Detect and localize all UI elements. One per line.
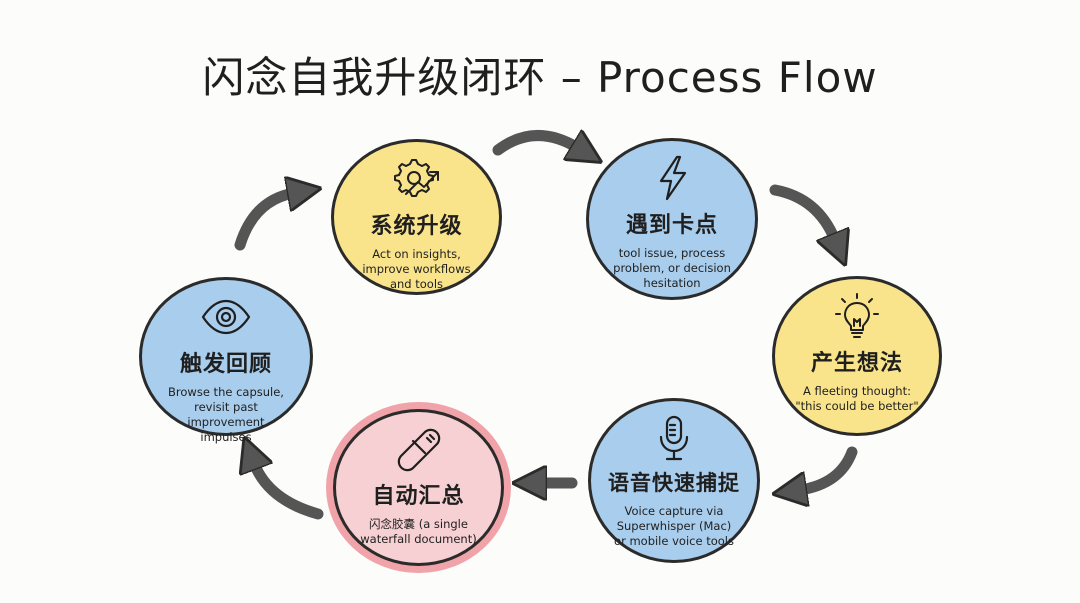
- node-system-upgrade: 系统升级 Act on insights, improve workflows …: [331, 139, 502, 295]
- lightning-icon: [659, 155, 687, 201]
- node-voice-capture: 语音快速捕捉 Voice capture via Superwhisper (M…: [588, 398, 760, 563]
- gear-trend-icon: [393, 159, 439, 197]
- lightbulb-icon: [835, 293, 879, 338]
- node-auto-summary: 自动汇总 闪念胶囊 (a single waterfall document): [333, 409, 504, 566]
- node-label: 自动汇总: [372, 484, 465, 509]
- arrow-idea-to-voice: [800, 446, 858, 490]
- node-description: Voice capture via Superwhisper (Mac) or …: [614, 504, 734, 548]
- arrow-blocker-to-idea: [769, 184, 835, 240]
- microphone-icon: [659, 415, 689, 461]
- node-description: tool issue, process problem, or decision…: [613, 246, 731, 290]
- arrow-upgrade-to-blocker: [492, 135, 578, 150]
- eye-icon: [201, 299, 251, 335]
- node-hit-blocker: 遇到卡点 tool issue, process problem, or dec…: [586, 138, 758, 300]
- node-generate-idea: 产生想法 A fleeting thought: "this could be …: [772, 276, 942, 436]
- node-description: Browse the capsule, revisit past improve…: [168, 385, 284, 444]
- arrow-review-to-upgrade: [234, 193, 294, 251]
- page-title: 闪念自我升级闭环 – Process Flow: [202, 53, 878, 102]
- node-label: 系统升级: [370, 214, 463, 239]
- node-label: 遇到卡点: [625, 213, 718, 238]
- node-trigger-review: 触发回顾 Browse the capsule, revisit past im…: [139, 277, 313, 444]
- node-description: 闪念胶囊 (a single waterfall document): [360, 517, 477, 546]
- node-label: 产生想法: [810, 351, 903, 376]
- arrow-summary-to-review: [254, 463, 324, 520]
- node-label: 语音快速捕捉: [608, 471, 740, 495]
- node-description: A fleeting thought: "this could be bette…: [795, 384, 919, 413]
- capsule-icon: [397, 428, 440, 472]
- node-description: Act on insights, improve workflows and t…: [362, 247, 471, 291]
- node-label: 触发回顾: [179, 352, 272, 377]
